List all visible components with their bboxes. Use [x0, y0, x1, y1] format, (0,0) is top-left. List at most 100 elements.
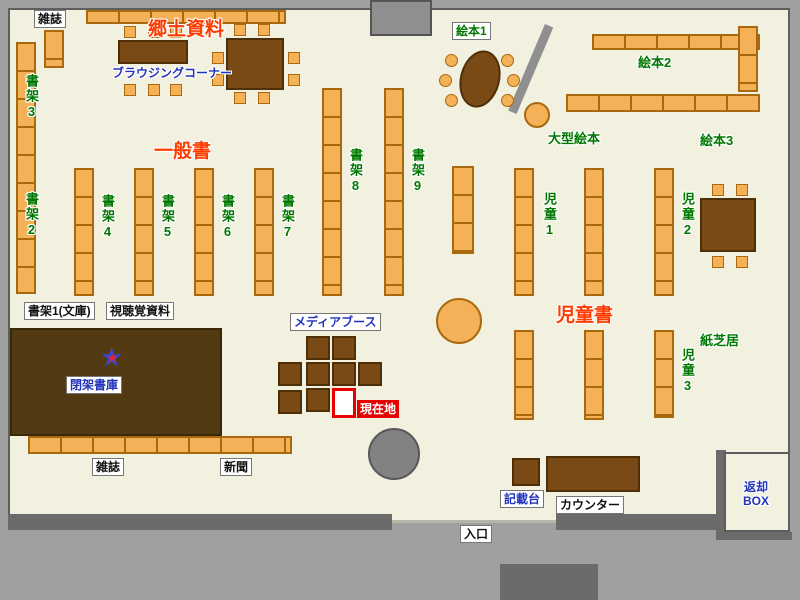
- chair: [170, 84, 182, 96]
- label-kamishibai: 紙芝居: [700, 333, 740, 348]
- browsing-table-1: [118, 40, 188, 64]
- shelf-jido1: [514, 168, 534, 296]
- chair: [148, 84, 160, 96]
- label-writing-stand: 記載台: [500, 490, 545, 508]
- label-children-books: 児童書: [556, 305, 614, 326]
- label-general-books: 一般書: [154, 141, 212, 162]
- media-booth-unit: [278, 390, 302, 414]
- stool: [501, 94, 514, 107]
- label-magazines-top: 雑誌: [34, 10, 67, 28]
- media-booth-unit: [332, 362, 356, 386]
- shelf-magazines-newspapers: [28, 436, 292, 454]
- chair: [736, 184, 748, 196]
- chair: [124, 26, 136, 38]
- shelf-shoka7: [254, 168, 274, 296]
- label-shelf-3: 書架3: [24, 74, 39, 121]
- label-closed-stacks: 閉架書庫: [66, 376, 123, 394]
- stool: [507, 74, 520, 87]
- star-icon: ★: [107, 351, 118, 365]
- label-children-2: 児童2: [680, 192, 695, 239]
- shelf-shoka5: [134, 168, 154, 296]
- return-box-niche-floor: [724, 452, 790, 532]
- label-local-materials: 郷土資料: [148, 19, 225, 40]
- shelf-jido-mid: [584, 168, 604, 296]
- large-picture-book-bin: [524, 102, 550, 128]
- shelf-shoka6: [194, 168, 214, 296]
- chair: [212, 52, 224, 64]
- chair: [712, 184, 724, 196]
- chair: [170, 26, 182, 38]
- label-current-location: 現在地: [357, 400, 400, 418]
- stool: [445, 94, 458, 107]
- chair: [288, 74, 300, 86]
- label-shelf-9: 書架9: [410, 148, 425, 195]
- label-media-booth: メディアブース: [290, 313, 381, 331]
- shelf-left-wall: [16, 42, 36, 294]
- chair: [736, 256, 748, 268]
- shelf-topright-wall: [592, 34, 760, 50]
- shelf-shoka9: [384, 88, 404, 296]
- stool: [501, 54, 514, 67]
- chair: [258, 92, 270, 104]
- media-booth-unit: [306, 388, 330, 412]
- chair: [212, 74, 224, 86]
- label-shelf-4: 書架4: [100, 194, 115, 241]
- media-booth-unit: [306, 362, 330, 386]
- shelf-jido3: [654, 330, 674, 418]
- media-booth-unit: [278, 362, 302, 386]
- children-table: [700, 198, 756, 252]
- label-shelf-6: 書架6: [220, 194, 235, 241]
- shelf-jido-lower-a: [514, 330, 534, 420]
- browsing-table-2: [226, 38, 284, 90]
- label-return-box: 返却BOX: [742, 480, 769, 508]
- media-booth-unit: [306, 336, 330, 360]
- shelf-ehon2: [566, 94, 760, 112]
- label-counter: カウンター: [556, 496, 625, 514]
- media-booth-unit: [332, 336, 356, 360]
- chair: [148, 26, 160, 38]
- current-location-booth: [332, 388, 356, 418]
- label-children-1: 児童1: [542, 192, 557, 239]
- shelf-shoka4: [74, 168, 94, 296]
- star-icon: ★: [100, 342, 124, 372]
- chair: [234, 92, 246, 104]
- writing-stand-desk: [512, 458, 540, 486]
- entrance-threshold: [392, 520, 556, 523]
- label-picture-books-1: 絵本1: [452, 22, 491, 40]
- shelf-jido2: [654, 168, 674, 296]
- label-large-picture-books: 大型絵本: [548, 131, 601, 146]
- bottom-wall-right: [556, 514, 726, 530]
- label-children-3: 児童3: [680, 348, 695, 395]
- label-shelf-7: 書架7: [280, 194, 295, 241]
- stool: [445, 54, 458, 67]
- label-magazines-bottom: 雑誌: [92, 458, 125, 476]
- niche-bottom-wall: [716, 532, 792, 540]
- shelf-shoka8: [322, 88, 342, 296]
- star-marker: ★ ★: [100, 344, 128, 372]
- niche-left-wall: [716, 450, 726, 538]
- pillar-circle: [368, 428, 420, 480]
- chair: [234, 24, 246, 36]
- media-booth-unit: [358, 362, 382, 386]
- bottom-wall-left: [8, 514, 392, 530]
- label-browsing-corner: ブラウジングコーナー: [112, 66, 233, 80]
- shelf-jido-lower-b: [584, 330, 604, 420]
- label-shelf-8: 書架8: [348, 148, 363, 195]
- shelf-right-wall-top: [738, 26, 758, 92]
- shelf-local-materials: [86, 10, 286, 24]
- counter-desk: [546, 456, 640, 492]
- outside-block: [500, 564, 598, 600]
- label-shelf1-bunko: 書架1(文庫): [24, 302, 95, 320]
- chair: [712, 256, 724, 268]
- label-audiovisual: 視聴覚資料: [106, 302, 175, 320]
- label-picture-books-2: 絵本2: [638, 55, 672, 70]
- shelf-magazines-top: [44, 30, 64, 68]
- chair: [124, 84, 136, 96]
- label-newspapers: 新聞: [220, 458, 253, 476]
- shelf-center-short: [452, 166, 474, 254]
- pillar-block: [370, 0, 432, 36]
- stool: [439, 74, 452, 87]
- label-shelf-5: 書架5: [160, 194, 175, 241]
- label-entrance: 入口: [460, 525, 493, 543]
